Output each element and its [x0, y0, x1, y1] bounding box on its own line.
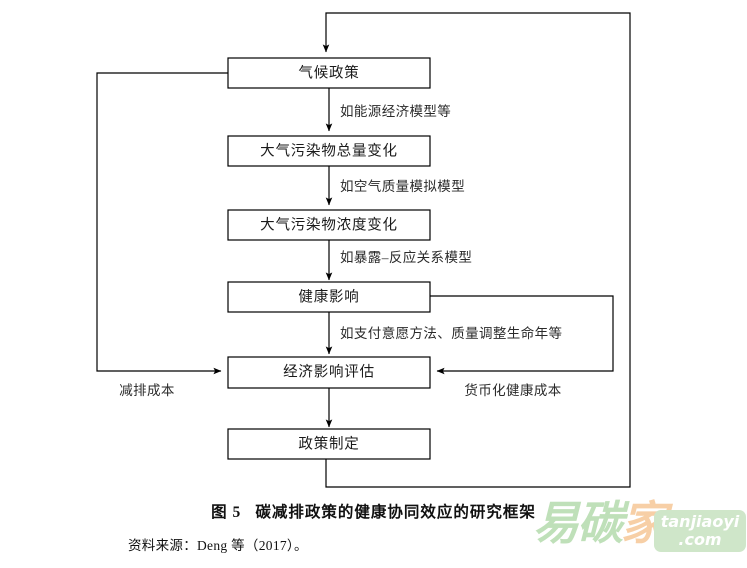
edge-health-impact-to-economic-assessment-monetized-cost	[430, 295, 614, 375]
node-pollutant-total-change[interactable]: 大气污染物总量变化	[227, 135, 431, 167]
node-economic-impact-assessment-label: 经济影响评估	[283, 363, 375, 380]
node-pollutant-concentration-change-label: 大气污染物浓度变化	[260, 216, 398, 233]
node-policy-making[interactable]: 政策制定	[227, 428, 431, 460]
edge-climate-policy-to-economic-assessment-abatement-cost	[96, 72, 228, 375]
node-economic-impact-assessment[interactable]: 经济影响评估	[227, 356, 431, 389]
node-climate-policy[interactable]: 气候政策	[227, 57, 431, 89]
node-health-impact-label: 健康影响	[298, 288, 359, 305]
figure-caption-title: 碳减排政策的健康协同效应的研究框架	[255, 504, 536, 521]
node-policy-making-label: 政策制定	[298, 435, 359, 452]
node-pollutant-concentration-change[interactable]: 大气污染物浓度变化	[227, 209, 431, 241]
edge-label-energy-economic-model: 如能源经济模型等	[340, 103, 451, 119]
node-climate-policy-label: 气候政策	[298, 64, 359, 81]
side-label-monetized-health-cost: 货币化健康成本	[464, 382, 561, 398]
edge-label-air-quality-simulation-model: 如空气质量模拟模型	[340, 179, 465, 194]
side-label-abatement-cost: 减排成本	[119, 383, 175, 398]
figure-caption: 图 5 碳减排政策的健康协同效应的研究框架	[0, 500, 747, 522]
edge-policy-making-to-climate-policy	[322, 12, 631, 488]
edge-label-exposure-response-model: 如暴露–反应关系模型	[340, 249, 472, 265]
node-health-impact[interactable]: 健康影响	[227, 281, 431, 313]
figure-source: 资料来源：Deng 等（2017）。	[128, 538, 308, 553]
figure-caption-number: 图 5	[211, 504, 242, 521]
edge-label-wtp-qaly-method: 如支付意愿方法、质量调整生命年等	[340, 325, 562, 341]
node-pollutant-total-change-label: 大气污染物总量变化	[260, 142, 398, 159]
